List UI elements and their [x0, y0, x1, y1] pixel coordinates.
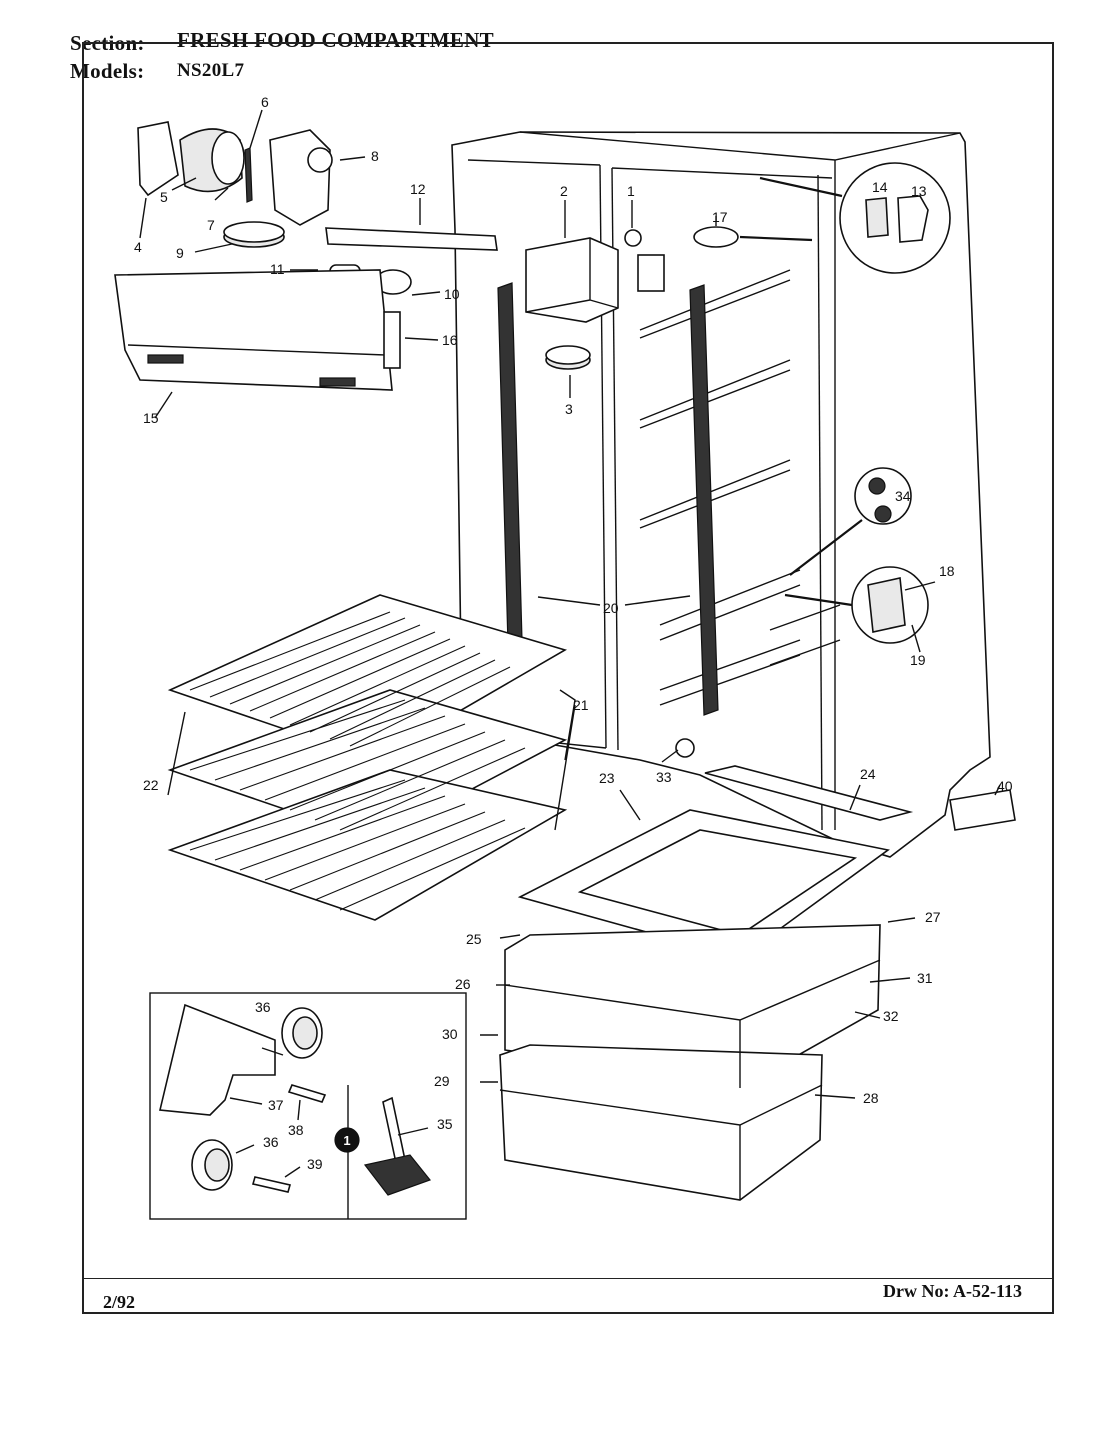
callout-9: 9: [176, 245, 184, 261]
callout-15: 15: [143, 410, 159, 426]
callout-34: 34: [895, 488, 911, 504]
part-callouts: 1 2 3 4 5 6 7 8 9 10 11 12 13 14 15 16 1…: [134, 94, 1013, 1172]
callout-17: 17: [712, 209, 728, 225]
callout-38: 38: [288, 1122, 304, 1138]
drawing-number: Drw No: A-52-113: [883, 1281, 1022, 1301]
callout-13: 13: [911, 183, 927, 199]
section-title: FRESH FOOD COMPARTMENT: [177, 28, 494, 52]
light-shield: [114, 269, 401, 391]
callout-6: 6: [261, 94, 269, 110]
callout-11: 11: [270, 261, 285, 277]
callout-29: 29: [434, 1073, 450, 1089]
revision-date: 2/92: [103, 1292, 136, 1312]
callout-4: 4: [134, 239, 142, 255]
callout-5: 5: [160, 189, 168, 205]
callout-28: 28: [863, 1090, 879, 1106]
callout-27: 27: [925, 909, 941, 925]
callout-21: 21: [573, 697, 589, 713]
light-switch-and-socket: [624, 162, 951, 292]
callout-1: 1: [627, 183, 635, 199]
callout-2: 2: [560, 183, 568, 199]
control-box: [525, 237, 619, 370]
callout-22: 22: [143, 777, 159, 793]
callout-24: 24: [860, 766, 876, 782]
callout-32: 32: [883, 1008, 899, 1024]
callout-40: 40: [997, 778, 1013, 794]
shelf-ledges: [639, 269, 841, 706]
callout-12: 12: [410, 181, 426, 197]
callout-8: 8: [371, 148, 379, 164]
callout-19: 19: [910, 652, 926, 668]
callout-18: 18: [939, 563, 955, 579]
callout-20: 20: [603, 600, 619, 616]
wire-shelves: [167, 594, 568, 921]
callout-23: 23: [599, 770, 615, 786]
hinge-and-screws: [675, 467, 929, 758]
callout-35: 35: [437, 1116, 453, 1132]
callout-3: 3: [565, 401, 573, 417]
callout-36-upper: 36: [255, 999, 271, 1015]
note-marker: 1: [335, 1128, 359, 1152]
footer-divider: [82, 1278, 1054, 1279]
crisper-drawers: [499, 924, 881, 1201]
callout-39: 39: [307, 1156, 323, 1172]
drawing-frame: [82, 42, 1054, 1314]
detail-inset: [149, 992, 467, 1220]
callout-37: 37: [268, 1097, 284, 1113]
callout-33: 33: [656, 769, 672, 785]
crisper-cover: [517, 765, 1016, 959]
callout-30: 30: [442, 1026, 458, 1042]
callout-36-lower: 36: [263, 1134, 279, 1150]
note-marker-label: 1: [343, 1133, 350, 1148]
shelf-ladder-rails: [497, 282, 719, 716]
light-fixture-parts: [137, 121, 498, 295]
callout-25: 25: [466, 931, 482, 947]
leader-lines: [139, 109, 1001, 1178]
callout-14: 14: [872, 179, 888, 195]
callout-10: 10: [444, 286, 460, 302]
callout-31: 31: [917, 970, 933, 986]
callout-16: 16: [442, 332, 458, 348]
callout-7: 7: [207, 217, 215, 233]
model-number: NS20L7: [177, 60, 245, 81]
callout-26: 26: [455, 976, 471, 992]
